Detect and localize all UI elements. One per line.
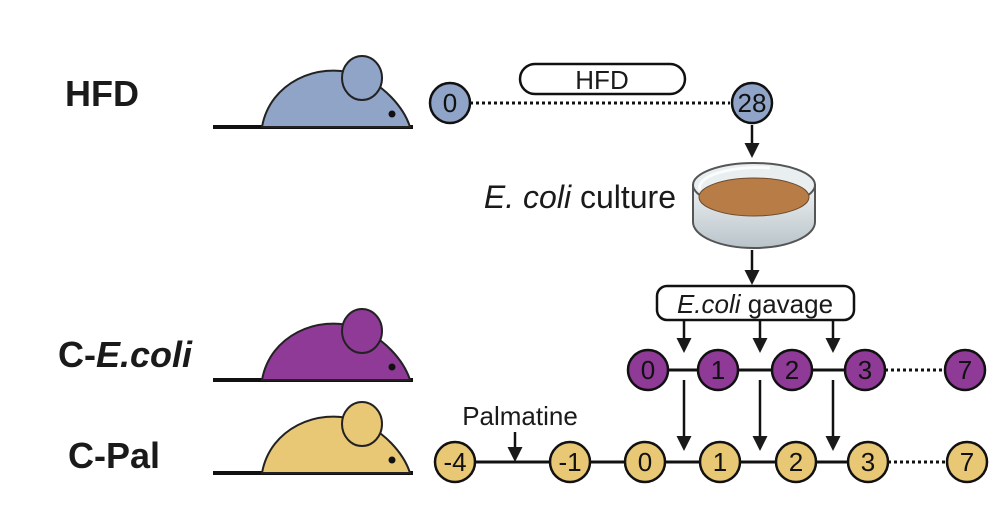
pal-day-minus1: -1 (558, 447, 581, 477)
pal-day-7: 7 (960, 447, 974, 477)
pal-day-minus4: -4 (443, 447, 466, 477)
hfd-end-day: 28 (738, 88, 767, 118)
group-label-c-pal: C-Pal (68, 435, 160, 476)
petri-dish-icon (692, 162, 816, 249)
pal-node-day-minus1: -1 (548, 440, 592, 484)
ecoli-day-2: 2 (785, 355, 799, 385)
culture-label-italic: E. coli (484, 179, 572, 215)
gavage-label: E.coli gavage (677, 289, 833, 319)
palmatine-label: Palmatine (462, 401, 578, 431)
ecoli-day-0: 0 (641, 355, 655, 385)
culture-label: E. coli culture (484, 179, 676, 215)
ecoli-node-day-7: 7 (943, 348, 987, 392)
gavage-label-rest: gavage (741, 289, 834, 319)
mouse-c-ecoli-icon (213, 308, 413, 382)
group-label-c-ecoli: C-E.coli (58, 334, 193, 375)
ecoli-day-3: 3 (858, 355, 872, 385)
ecoli-node-day-0: 0 (626, 348, 670, 392)
hfd-start-node: 0 (428, 81, 472, 125)
pal-node-day-0: 0 (623, 440, 667, 484)
ecoli-day-7: 7 (958, 355, 972, 385)
hfd-period-label: HFD (575, 65, 628, 95)
group-label-c-ecoli-prefix: C- (58, 334, 96, 375)
gavage-box (655, 284, 856, 322)
pal-day-3: 3 (861, 447, 875, 477)
ecoli-node-day-2: 2 (770, 348, 814, 392)
ecoli-day-1: 1 (711, 355, 725, 385)
pal-day-2: 2 (789, 447, 803, 477)
group-label-c-ecoli-italic: E.coli (96, 334, 193, 375)
culture-label-rest: culture (571, 179, 676, 215)
mouse-hfd-icon (213, 55, 413, 129)
pal-day-1: 1 (713, 447, 727, 477)
pal-day-0: 0 (638, 447, 652, 477)
pal-node-day-minus4: -4 (433, 440, 477, 484)
hfd-end-node: 28 (730, 81, 774, 125)
ecoli-node-day-3: 3 (843, 348, 887, 392)
hfd-period-box (518, 62, 687, 96)
pal-node-day-1: 1 (698, 440, 742, 484)
mouse-c-pal-icon (213, 401, 413, 475)
hfd-start-day: 0 (443, 88, 457, 118)
pal-node-day-2: 2 (774, 440, 818, 484)
pal-node-day-3: 3 (846, 440, 890, 484)
ecoli-node-day-1: 1 (696, 348, 740, 392)
group-label-hfd: HFD (65, 73, 139, 114)
gavage-label-italic: E.coli (677, 289, 742, 319)
pal-node-day-7: 7 (945, 440, 989, 484)
